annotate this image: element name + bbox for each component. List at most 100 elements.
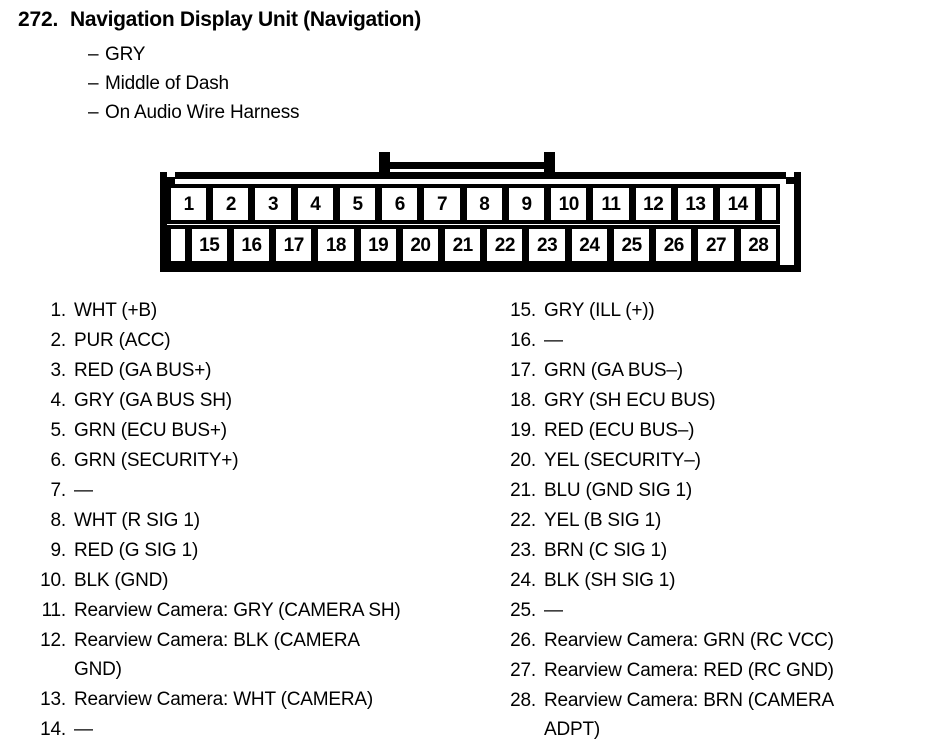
pin-number: 27. [510,660,536,681]
section-title: Navigation Display Unit (Navigation) [70,8,421,31]
pin-signal-label: — [544,600,563,621]
pin-description-row: 19. RED (ECU BUS–) [496,416,916,445]
pin-description-row: 7. — [26,476,486,505]
pin-description-row: 1.WHT (+B) [26,296,486,325]
pin-description-row: 23.BRN (C SIG 1) [496,536,916,565]
pin-number: 14. [40,719,66,740]
pin-signal-label: RED (GA BUS+) [74,360,212,381]
pin-description-row: 13. Rearview Camera: WHT (CAMERA) [26,685,486,714]
pin-number: 7. [50,480,67,501]
pin-description-row: 27. Rearview Camera: RED (RC GND) [496,656,916,685]
pin-description-row: 4. GRY (GA BUS SH) [26,386,486,415]
pin-description-row: 15. GRY (ILL (+)) [496,296,916,325]
pin-signal-label: — [544,330,563,351]
pin-description-row: 18.GRY (SH ECU BUS) [496,386,916,415]
header-bullet-1: –Middle of Dash [88,73,229,95]
pin-number: 15. [510,300,536,321]
pin-number: 12. [40,630,66,651]
pin-number: 21. [510,480,536,501]
pin-cell-12: 12 [631,184,675,224]
pin-description-row: 21. BLU (GND SIG 1) [496,476,916,505]
pin-description-row: 11.Rearview Camera: GRY (CAMERA SH) [26,596,486,625]
pin-cell-10: 10 [547,184,591,224]
pin-signal-label-continued: ADPT) [544,719,601,740]
pin-number: 3. [50,360,67,381]
bullet-label: On Audio Wire Harness [105,102,300,123]
pin-number: 28. [510,690,536,711]
pin-signal-label: Rearview Camera: RED (RC GND) [544,660,834,681]
page-title: 272. Navigation Display Unit (Navigation) [18,8,421,32]
pin-cell-24: 24 [567,225,611,265]
pin-signal-label-continued: GND) [74,659,122,680]
pin-signal-label: — [74,480,93,501]
pin-description-row: 5.GRN (ECU BUS+) [26,416,486,445]
pin-signal-label: GRN (SECURITY+) [74,450,239,471]
pin-cell-21: 21 [441,225,485,265]
pin-cell-11: 11 [589,184,633,224]
pin-number: 11. [41,600,67,621]
pin-description-list-right: 15. GRY (ILL (+)) 16. — 17.GRN (GA BUS–)18.G… [496,296,916,745]
section-number: 272. [18,8,59,31]
connector-notch-right [786,172,801,184]
pin-signal-label: YEL (SECURITY–) [544,450,701,471]
bullet-dash-icon: – [88,73,99,94]
pin-row-spacer [167,225,189,265]
pin-number: 4. [50,390,67,411]
pin-signal-label: BLK (SH SIG 1) [544,570,676,591]
latch-post-right-icon [544,152,555,182]
header-bullet-0: –GRY [88,44,145,66]
pin-description-row: 16. — [496,326,916,355]
pin-description-row: 26.Rearview Camera: GRN (RC VCC) [496,626,916,655]
pin-number: 19. [510,420,536,441]
latch-crossbar-icon [386,162,548,169]
pin-cell-26: 26 [652,225,696,265]
pin-number: 8. [50,510,67,531]
pin-description-row: 3. RED (GA BUS+) [26,356,486,385]
pin-description-row: 24.BLK (SH SIG 1) [496,566,916,595]
pin-description-row: 25.— [496,596,916,625]
pin-description-row: 10.BLK (GND) [26,566,486,595]
pin-cell-2: 2 [209,184,253,224]
pin-cell-18: 18 [314,225,358,265]
pin-cell-7: 7 [420,184,464,224]
pin-cell-8: 8 [462,184,506,224]
header-bullet-2: –On Audio Wire Harness [88,102,300,124]
pin-cell-6: 6 [378,184,422,224]
connector-notch-left [160,172,175,184]
pin-signal-label: Rearview Camera: WHT (CAMERA) [74,689,373,710]
pin-number: 6. [50,450,67,471]
pin-signal-label: RED (G SIG 1) [74,540,199,561]
pin-cell-16: 16 [229,225,274,265]
pin-number: 22. [510,510,536,531]
pin-signal-label: GRY (ILL (+)) [544,300,655,321]
pin-cell-28: 28 [736,225,780,265]
pin-cell-13: 13 [673,184,718,224]
pin-number: 16. [510,330,536,351]
pin-cell-20: 20 [398,225,443,265]
pin-number: 13. [40,689,66,710]
pin-signal-label: PUR (ACC) [74,330,171,351]
pin-description-row: 17.GRN (GA BUS–) [496,356,916,385]
pin-number: 2. [50,330,67,351]
pin-signal-label: WHT (+B) [74,300,158,321]
pin-number: 26. [510,630,536,651]
pin-number: 17. [510,360,536,381]
bullet-label: GRY [105,44,146,65]
pin-cell-17: 17 [272,225,316,265]
pin-signal-label: RED (ECU BUS–) [544,420,695,441]
pin-signal-label: GRY (SH ECU BUS) [544,390,716,411]
pin-signal-label: GRY (GA BUS SH) [74,390,232,411]
pin-description-row: 8.WHT (R SIG 1) [26,506,486,535]
pin-cell-5: 5 [335,184,380,224]
pin-signal-label: BLU (GND SIG 1) [544,480,692,501]
bullet-label: Middle of Dash [105,73,229,94]
pin-cell-23: 23 [525,225,569,265]
pin-cell-9: 9 [504,184,549,224]
latch-post-left-icon [379,152,390,182]
pin-description-row: 14.— [26,715,486,744]
